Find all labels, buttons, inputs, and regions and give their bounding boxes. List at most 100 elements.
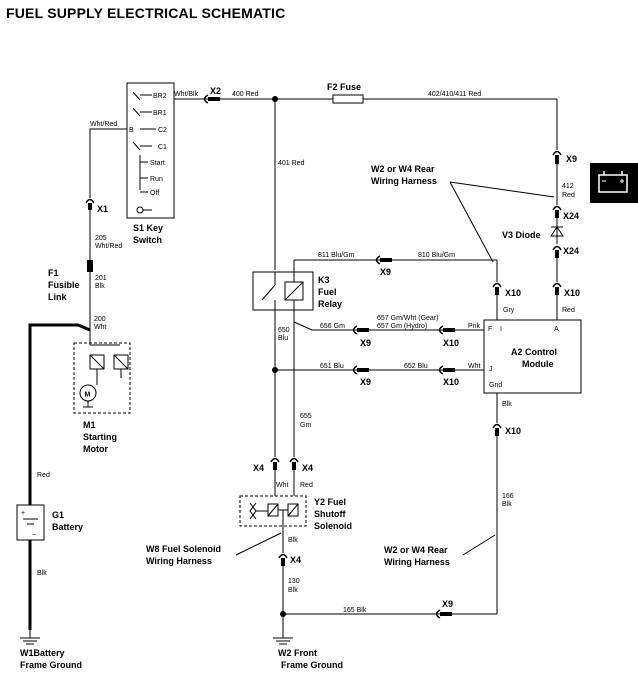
motor-name1: Starting <box>83 432 117 442</box>
wire-412-color: Red <box>562 192 575 199</box>
wire-battery-blk: Blk <box>37 570 47 577</box>
svg-text:−: − <box>32 532 36 539</box>
connector-x24-top <box>552 205 562 218</box>
harness-top-line1: W2 or W4 Rear <box>371 164 435 174</box>
wire-130-label: 130 <box>288 578 300 585</box>
wire-412-label: 412 <box>562 183 574 190</box>
solenoid-name2: Solenoid <box>314 521 352 531</box>
harness-bot-leader <box>462 534 496 556</box>
wire-pnk-label: Pnk <box>468 323 481 330</box>
connector-x4-right-label: X4 <box>302 463 313 473</box>
key-switch-id: S1 Key <box>133 223 163 233</box>
svg-text:+: + <box>21 510 25 517</box>
fuse-f2-label: F2 Fuse <box>327 82 361 92</box>
connector-x1-label: X1 <box>97 204 108 214</box>
connector-x9-relay <box>375 255 392 265</box>
connector-x10-f-label: X10 <box>505 288 521 298</box>
shutoff-solenoid-y2 <box>239 495 307 527</box>
control-module-a2 <box>483 319 582 394</box>
connector-x10-652 <box>438 365 455 375</box>
battery-cable <box>20 323 91 645</box>
key-term-br2: BR2 <box>153 93 167 100</box>
connector-x10-f <box>492 282 502 295</box>
harness-w8-leader <box>235 532 282 556</box>
wire-a-red-label: Red <box>562 307 575 314</box>
module-pin-f: F <box>488 326 492 333</box>
harness-bot-line2: Wiring Harness <box>384 557 450 567</box>
harness-leader-1 <box>449 181 555 198</box>
wire-650-label: 650 <box>278 327 290 334</box>
fusible-link-name2: Link <box>48 292 67 302</box>
wire-sol-blk-label: Blk <box>288 537 298 544</box>
wire-200: 200 <box>94 316 106 323</box>
wire-652-label: 652 Blu <box>404 363 428 370</box>
solenoid-id: Y2 Fuel <box>314 497 346 507</box>
wire-sol-red-label: Red <box>300 482 313 489</box>
ground-w1-line2: Frame Ground <box>20 660 82 670</box>
ground-w2-symbol <box>273 632 293 645</box>
wire-657b-label: 657 Gm (Hydro) <box>377 323 427 330</box>
connector-x4-left-label: X4 <box>253 463 264 473</box>
harness-w8-line2: Wiring Harness <box>146 556 212 566</box>
starting-motor-m1 <box>73 342 131 414</box>
wire-655-label: 655 <box>300 413 312 420</box>
wire-655-color: Gm <box>300 422 311 429</box>
connector-x10-656 <box>438 325 455 335</box>
relay-name1: Fuel <box>318 287 337 297</box>
fuel-relay-k3 <box>252 260 314 311</box>
harness-w8-line1: W8 Fuel Solenoid <box>146 544 221 554</box>
connector-x24-bottom-label: X24 <box>563 246 579 256</box>
connector-x4-left <box>270 457 280 470</box>
connector-x4-right <box>289 457 299 470</box>
diode-v3 <box>550 218 564 244</box>
key-term-b: B <box>129 127 134 134</box>
fusible-link-f1 <box>87 260 93 272</box>
relay-id: K3 <box>318 275 330 285</box>
wire-wht-blk: Wht/Blk <box>174 91 199 98</box>
wire-battery-red: Red <box>37 472 50 479</box>
key-switch-s1 <box>126 82 175 219</box>
diode-label: V3 Diode <box>502 230 541 240</box>
wire-402: 402/410/411 Red <box>428 91 481 98</box>
battery-name: Battery <box>52 522 83 532</box>
connector-x9-656-label: X9 <box>360 338 371 348</box>
ground-w2-line1: W2 Front <box>278 648 317 658</box>
fusible-link-id: F1 <box>48 268 59 278</box>
wire-sol-wht-label: Wht <box>276 482 289 489</box>
motor-id: M1 <box>83 420 96 430</box>
wire-166-label: 166 <box>502 493 514 500</box>
connector-x9-bottom-label: X9 <box>442 599 453 609</box>
key-term-c1: C1 <box>158 144 167 151</box>
connector-x9-relay-label: X9 <box>380 267 391 277</box>
connector-x9-651 <box>352 365 369 375</box>
harness-bot-line1: W2 or W4 Rear <box>384 545 448 555</box>
wire-gry-label: Gry <box>503 307 515 314</box>
connector-x10-a-label: X10 <box>564 288 580 298</box>
module-pin-i: I <box>500 326 502 333</box>
wire-wht-red: Wht/Red <box>90 121 117 128</box>
key-term-run: Run <box>150 176 163 183</box>
solenoid-name1: Shutoff <box>314 509 346 519</box>
harness-leader-2 <box>449 181 494 263</box>
key-term-c2: C2 <box>158 127 167 134</box>
connector-x9-656 <box>352 325 369 335</box>
ground-w2-line2: Frame Ground <box>281 660 343 670</box>
connector-x4-bottom-label: X4 <box>290 555 301 565</box>
wire-656-label: 656 Gm <box>320 323 345 330</box>
connector-x10-gnd <box>492 423 502 436</box>
module-name2: Module <box>522 359 554 369</box>
connector-x9-right-label: X9 <box>566 154 577 164</box>
connector-x1 <box>85 198 95 210</box>
wire-165-label: 165 Blk <box>343 607 367 614</box>
wire-130-color: Blk <box>288 587 298 594</box>
key-term-br1: BR1 <box>153 110 167 117</box>
connector-x10-656-label: X10 <box>443 338 459 348</box>
key-term-off: Off <box>150 190 159 197</box>
module-pin-a: A <box>554 326 559 333</box>
wire-200-color: Wht <box>94 324 107 331</box>
module-pin-j: J <box>489 366 493 373</box>
wire-gnd-blk-label: Blk <box>502 401 512 408</box>
key-term-start: Start <box>150 160 165 167</box>
harness-top-line2: Wiring Harness <box>371 176 437 186</box>
